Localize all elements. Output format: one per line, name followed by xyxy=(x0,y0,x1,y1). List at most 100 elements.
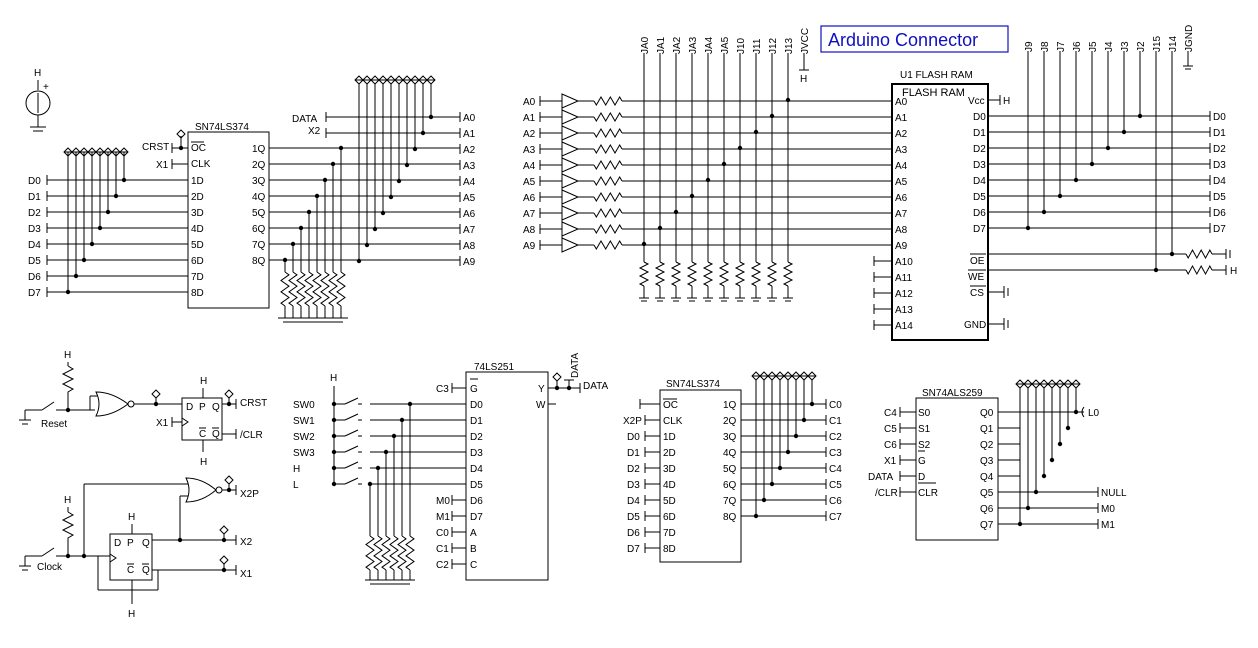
latch1-x1-net: X1 xyxy=(156,160,169,171)
abus-net-label: A1 xyxy=(463,129,476,140)
latch2-input-net: D4 xyxy=(627,496,640,507)
clock-x2-net: X2 xyxy=(240,537,253,548)
abus-net-label: A6 xyxy=(463,209,476,220)
flash-oe-pin: OE xyxy=(970,256,985,267)
flash-data-net: D1 xyxy=(1213,128,1226,139)
reset-switch-label: Reset xyxy=(41,419,67,430)
diagram-title: Arduino Connector xyxy=(828,30,978,50)
flash-data-pin: D7 xyxy=(973,224,986,235)
abus-data-net: DATA xyxy=(292,114,318,125)
latch1-d-pin: 5D xyxy=(191,240,204,251)
mux-left-pin: D5 xyxy=(470,480,483,491)
mux-left-net: C1 xyxy=(436,544,449,555)
header-left-label: JVCC xyxy=(800,28,811,54)
latch2-d-pin: 3D xyxy=(663,464,676,475)
switch-label: SW2 xyxy=(293,432,315,443)
latch2-input-net: D2 xyxy=(627,464,640,475)
header-left-label: J10 xyxy=(736,37,747,54)
decoder-left-net: C6 xyxy=(884,440,897,451)
latch1-input-net: D5 xyxy=(28,256,41,267)
latch2-input-net: D5 xyxy=(627,512,640,523)
flash-addr-pin: A8 xyxy=(895,225,908,236)
header-left-label: JA0 xyxy=(640,36,651,54)
addr-input-net: A3 xyxy=(523,145,536,156)
flash-data-net: D6 xyxy=(1213,208,1226,219)
header-left-label: JA1 xyxy=(656,36,667,54)
abus-net-label: A2 xyxy=(463,145,476,156)
latch2-output-net: C7 xyxy=(829,512,842,523)
header-left-label: JA2 xyxy=(672,36,683,54)
flash-addr-pin: A7 xyxy=(895,209,908,220)
mux-left-pin: D1 xyxy=(470,416,483,427)
flash-data-pin: D4 xyxy=(973,176,986,187)
decoder-out-net: M1 xyxy=(1101,520,1115,531)
flash-high-pin: A14 xyxy=(895,321,913,332)
flash-gnd-pin: GND xyxy=(964,320,986,331)
latch2-d-pin: 6D xyxy=(663,512,676,523)
latch1-d-pin: 7D xyxy=(191,272,204,283)
latch1-input-net: D0 xyxy=(28,176,41,187)
latch1-d-pin: 6D xyxy=(191,256,204,267)
latch1-input-net: D2 xyxy=(28,208,41,219)
mux-left-pin: B xyxy=(470,544,477,555)
addr-input-net: A2 xyxy=(523,129,536,140)
latch2-q-pin: 7Q xyxy=(723,496,737,507)
mux-left-pin: D3 xyxy=(470,448,483,459)
flash-addr-pin: A4 xyxy=(895,161,908,172)
clock-switch-label: Clock xyxy=(37,562,63,573)
decoder-left-net: /CLR xyxy=(875,488,898,499)
abus-net-label: A4 xyxy=(463,177,476,188)
mux-left-pin: D0 xyxy=(470,400,483,411)
header-right-label: JGND xyxy=(1184,25,1195,52)
latch1-q-pin: 4Q xyxy=(252,192,266,203)
latch2-input-net: D6 xyxy=(627,528,640,539)
flash-addr-pin: A6 xyxy=(895,193,908,204)
latch2-input-net: D3 xyxy=(627,480,640,491)
header-left-label: J11 xyxy=(752,38,763,54)
flash-addr-pin: A9 xyxy=(895,241,908,252)
latch2-input-net: D1 xyxy=(627,448,640,459)
header-right-label: J5 xyxy=(1088,41,1099,52)
clock-ff-qn: Q xyxy=(142,565,150,576)
decoder-out-net: NULL xyxy=(1101,488,1127,499)
decoder-out-net: L0 xyxy=(1088,408,1100,419)
reset-clr-net: /CLR xyxy=(240,430,263,441)
mux-data-out-net: DATA xyxy=(583,381,609,392)
mux-left-pin: D6 xyxy=(470,496,483,507)
addr-input-net: A4 xyxy=(523,161,536,172)
flash-addr-pin: A2 xyxy=(895,129,908,140)
latch2-output-net: C0 xyxy=(829,400,842,411)
decoder-left-pin: D xyxy=(918,472,925,483)
clock-ff-c: C xyxy=(127,565,134,576)
decoder-left-pin: CLR xyxy=(918,488,938,499)
header-right-label: J8 xyxy=(1040,41,1051,52)
switch-label: SW1 xyxy=(293,416,315,427)
decoder-left-net: X1 xyxy=(884,456,897,467)
latch2-q-pin: 6Q xyxy=(723,480,737,491)
header-right-label: J7 xyxy=(1056,41,1067,52)
reset-circuit: H Reset D P Q C Q X1 H H xyxy=(19,350,267,468)
reset-ff-d: D xyxy=(186,402,193,413)
latch2-d-pin: 1D xyxy=(663,432,676,443)
mux-y-pin: Y xyxy=(538,384,545,395)
latch1-d-pin: 8D xyxy=(191,288,204,299)
reset-h-label: H xyxy=(64,350,71,361)
latch2-output-net: C2 xyxy=(829,432,842,443)
flash-data-net: D4 xyxy=(1213,176,1226,187)
latch1-input-net: D6 xyxy=(28,272,41,283)
abus-net-label: A8 xyxy=(463,241,476,252)
latch2-q-pin: 1Q xyxy=(723,400,737,411)
flash-ram-chip: U1 FLASH RAM FLASH RAM Vcc H OE WE CS GN… xyxy=(523,25,1237,341)
clock-ff-h-top: H xyxy=(128,512,135,523)
mux-left-net: M0 xyxy=(436,496,450,507)
mux-left-pin: G xyxy=(470,384,478,395)
header-left-label: JA4 xyxy=(704,36,715,54)
abus-net-label: A5 xyxy=(463,193,476,204)
decoder-left-pin: S0 xyxy=(918,408,931,419)
flash-high-pin: A12 xyxy=(895,289,913,300)
decoder-q-pin: Q2 xyxy=(980,440,994,451)
decoder-q-pin: Q5 xyxy=(980,488,994,499)
latch2-output-net: C4 xyxy=(829,464,842,475)
latch1-d-pin: 2D xyxy=(191,192,204,203)
